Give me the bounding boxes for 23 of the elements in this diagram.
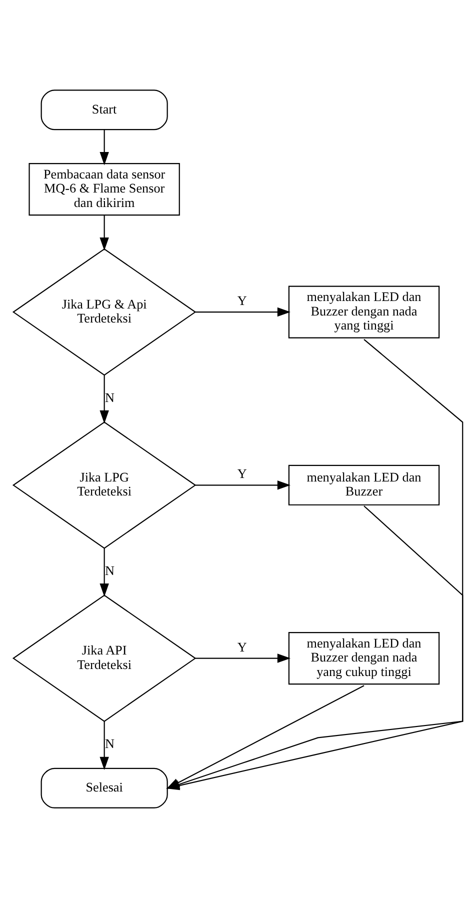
node-box: Selesai bbox=[40, 767, 168, 808]
arrow bbox=[99, 720, 108, 770]
node-diamond: Jika API Terdeteksi bbox=[12, 594, 196, 722]
edge-label: N bbox=[104, 736, 114, 751]
arrow bbox=[99, 548, 108, 596]
edge-label: Y bbox=[236, 292, 246, 308]
node-diamond: Jika LPG Terdeteksi bbox=[12, 420, 196, 548]
arrow bbox=[99, 214, 108, 250]
arrow bbox=[195, 653, 290, 662]
node-box: menyalakan LED dan Buzzer dengan nada yang tinggi bbox=[288, 285, 440, 338]
arrow bbox=[195, 306, 290, 316]
arrow bbox=[99, 129, 108, 165]
node-box: Start bbox=[40, 89, 168, 130]
edge-label: Y bbox=[236, 466, 246, 481]
edge-label: Y bbox=[236, 638, 246, 654]
node-box: menyalakan LED dan Buzzer bbox=[288, 464, 440, 505]
arrow bbox=[99, 374, 108, 424]
edge-label: N bbox=[104, 389, 114, 404]
node-box: menyalakan LED dan Buzzer dengan nada yang cukup tinggi bbox=[288, 631, 440, 684]
edge-label: N bbox=[104, 562, 114, 578]
node-diamond: Jika LPG & Api Terdeteksi bbox=[12, 248, 196, 376]
arrow bbox=[195, 480, 290, 490]
node-box: Pembacaan data sensor MQ-6 & Flame Sensor dan dikirim bbox=[28, 162, 180, 216]
